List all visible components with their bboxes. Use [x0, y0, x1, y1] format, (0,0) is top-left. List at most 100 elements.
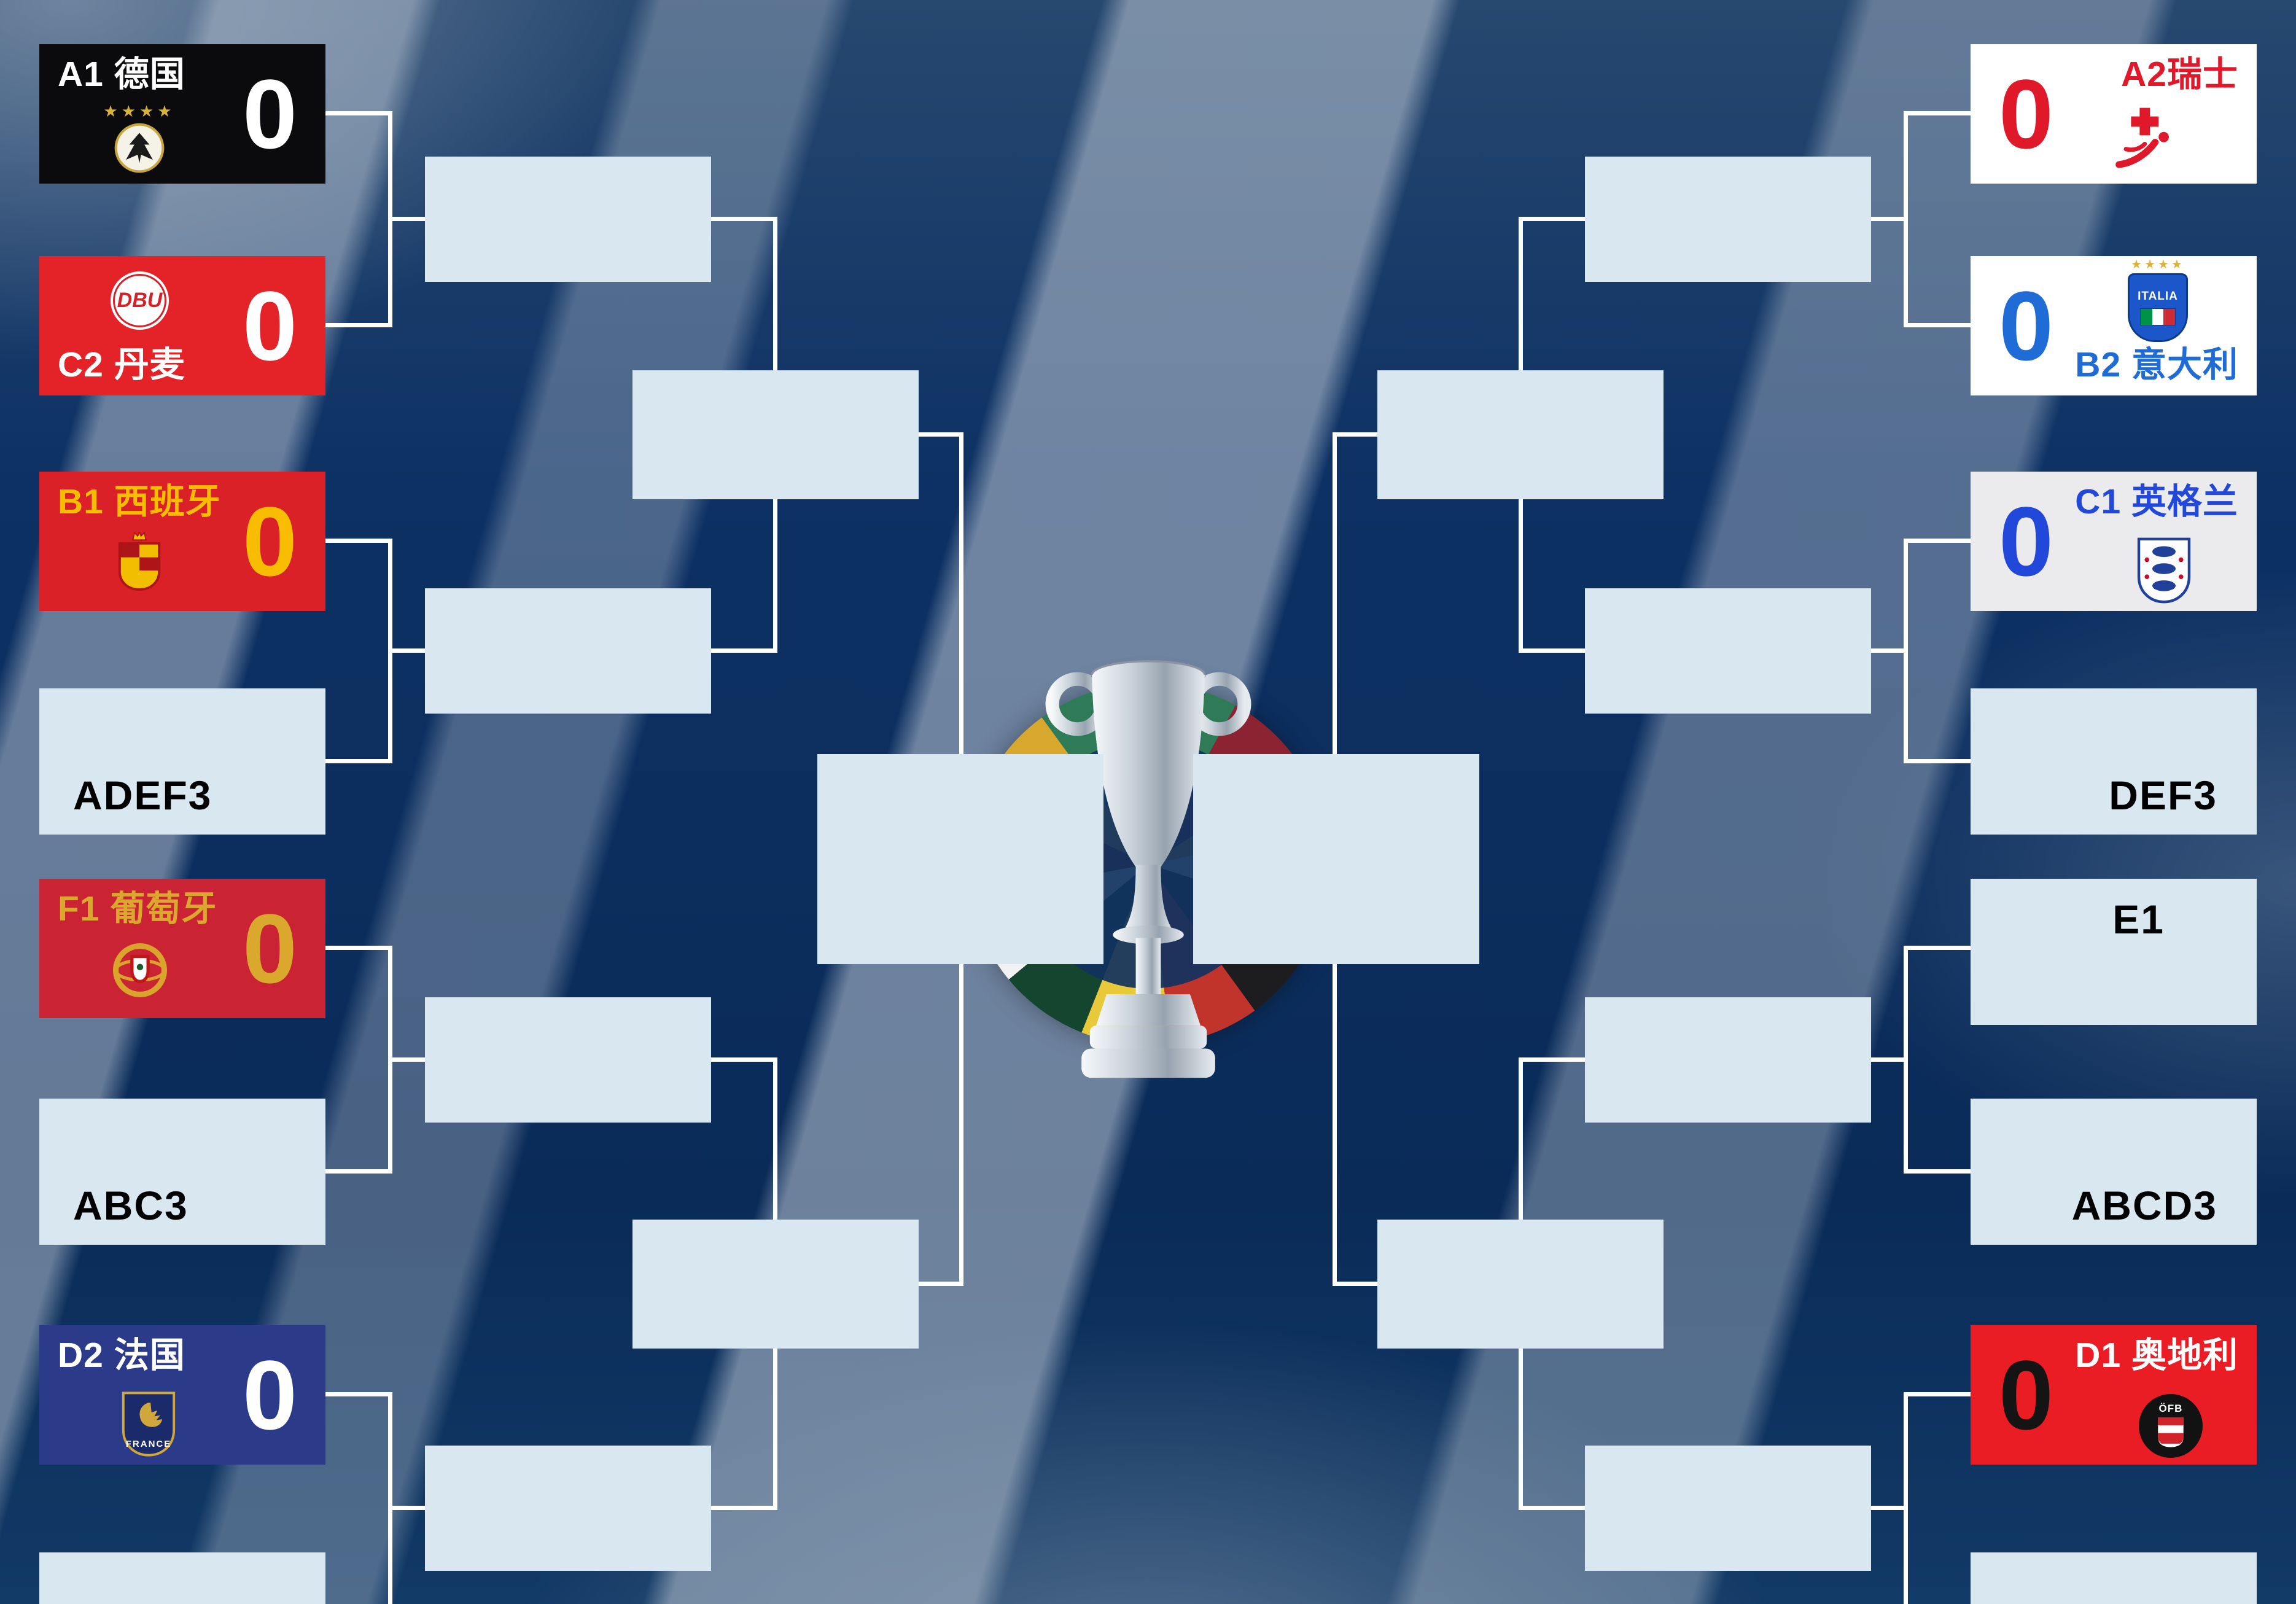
bracket-line	[322, 946, 390, 950]
italy-stars: ★★★★	[2131, 258, 2185, 271]
team-box-switzerland: A2瑞士 0	[1971, 44, 2257, 184]
tbd-label: DEF3	[2109, 773, 2217, 818]
bracket-line	[1519, 648, 1585, 653]
team-box-denmark: DBU C2 丹麦 0	[39, 256, 325, 395]
bracket-line	[1906, 946, 1974, 950]
italy-shield-icon: ITALIA	[2128, 273, 2188, 342]
france-crest-icon: FRANCE	[119, 1389, 178, 1459]
austria-shield-icon	[2158, 1417, 2184, 1447]
bracket-line	[1906, 539, 1974, 543]
bracket-line	[1906, 759, 1974, 763]
team-label: B1 西班牙	[58, 482, 221, 521]
germany-stars: ★★★★	[103, 102, 176, 120]
tbd-slot-abcd3: ABCD3	[1971, 1099, 2257, 1245]
team-label: D2 法国	[58, 1336, 185, 1375]
bracket-line	[1866, 648, 1908, 653]
bracket-line	[1333, 432, 1377, 437]
bracket-line	[322, 1392, 390, 1396]
quarterfinal-slot-right-4	[1585, 1446, 1871, 1571]
tbd-label: ABC3	[73, 1183, 189, 1228]
bracket-line	[1866, 217, 1908, 221]
bracket-line	[711, 1057, 777, 1062]
france-shield-icon	[122, 1392, 176, 1457]
team-score: 0	[1999, 1339, 2053, 1450]
bracket-line	[388, 1057, 430, 1062]
team-box-france: D2 法国 0 FRANCE	[39, 1325, 325, 1465]
bracket-line	[322, 539, 390, 543]
final-slot-right	[1193, 754, 1479, 964]
team-box-italy: 0 B2 意大利 ★★★★ ITALIA	[1971, 256, 2257, 395]
bracket-line	[711, 648, 777, 653]
bracket-line	[322, 759, 390, 763]
bracket-line	[1906, 323, 1974, 327]
france-crest-text: FRANCE	[125, 1439, 172, 1449]
semifinal-slot-right-2	[1377, 1220, 1664, 1349]
team-score: 0	[1999, 270, 2053, 381]
spain-crest-icon	[118, 532, 161, 591]
semifinal-slot-left-2	[632, 1220, 919, 1349]
austria-crest-text: ÖFB	[2158, 1403, 2183, 1414]
bracket-line	[1866, 1057, 1908, 1062]
team-box-spain: B1 西班牙 0	[39, 472, 325, 611]
italy-tricolor-icon	[2140, 308, 2176, 325]
team-box-austria: D1 奥地利 0 ÖFB	[1971, 1325, 2257, 1465]
team-label: D1 奥地利	[2075, 1336, 2238, 1375]
tbd-slot-abc3: ABC3	[39, 1099, 325, 1245]
team-label: C2 丹麦	[58, 345, 185, 385]
team-score: 0	[243, 58, 297, 169]
tbd-slot-adef3: ADEF3	[39, 688, 325, 835]
denmark-crest-icon: DBU	[111, 271, 169, 330]
quarterfinal-slot-left-4	[425, 1446, 711, 1571]
germany-crest-icon: ★★★★	[90, 103, 189, 173]
final-slot-left	[817, 754, 1103, 964]
portugal-crest-icon	[112, 943, 168, 998]
bracket-line	[1519, 1057, 1585, 1062]
bracket-line	[388, 1392, 392, 1604]
bracket-line	[1906, 1392, 1974, 1396]
semifinal-slot-right-1	[1377, 370, 1664, 499]
team-score: 0	[243, 1339, 297, 1450]
tbd-label: ADEF3	[73, 773, 212, 818]
quarterfinal-slot-left-3	[425, 997, 711, 1123]
bracket-line	[1333, 1282, 1377, 1286]
quarterfinal-slot-left-1	[425, 157, 711, 282]
bracket-line	[1519, 217, 1585, 221]
team-label: B2 意大利	[2075, 345, 2238, 385]
quarterfinal-slot-right-1	[1585, 157, 1871, 282]
bracket-line	[919, 432, 963, 437]
bracket-line	[1904, 1392, 1908, 1604]
bracket-line	[1866, 1506, 1908, 1510]
italy-crest-icon: ★★★★ ITALIA	[2120, 259, 2196, 342]
quarterfinal-slot-right-3	[1585, 997, 1871, 1123]
bracket-line	[1906, 1169, 1974, 1174]
bracket-line	[322, 111, 390, 115]
team-box-portugal: F1 葡萄牙 0	[39, 879, 325, 1018]
semifinal-slot-left-1	[632, 370, 919, 499]
tbd-label: ABCD3	[2071, 1183, 2217, 1228]
team-score: 0	[243, 270, 297, 381]
quarterfinal-slot-left-2	[425, 588, 711, 714]
bracket-line	[322, 1169, 390, 1174]
tbd-label: E1	[2112, 897, 2165, 942]
bracket-line	[388, 1506, 430, 1510]
tbd-slot-bottom-right	[1971, 1552, 2257, 1604]
switzerland-crest-icon	[2115, 107, 2169, 168]
italy-crest-text: ITALIA	[2138, 290, 2178, 303]
tbd-slot-def3: DEF3	[1971, 688, 2257, 835]
germany-eagle-badge-icon	[114, 123, 165, 173]
team-label: A1 德国	[58, 55, 185, 94]
england-crest-icon	[2137, 537, 2191, 604]
trophy-icon	[1045, 660, 1251, 1078]
team-score: 0	[1999, 58, 2053, 169]
bracket-line	[1906, 111, 1974, 115]
tbd-slot-e1: E1	[1971, 879, 2257, 1025]
team-box-england: C1 英格兰 0	[1971, 472, 2257, 611]
team-score: 0	[243, 486, 297, 596]
team-label: F1 葡萄牙	[58, 889, 217, 929]
bracket-line	[388, 217, 430, 221]
team-box-germany: A1 德国 0 ★★★★	[39, 44, 325, 184]
austria-crest-icon: ÖFB	[2139, 1394, 2203, 1458]
team-label: A2瑞士	[2121, 55, 2238, 94]
bracket-line	[711, 217, 777, 221]
